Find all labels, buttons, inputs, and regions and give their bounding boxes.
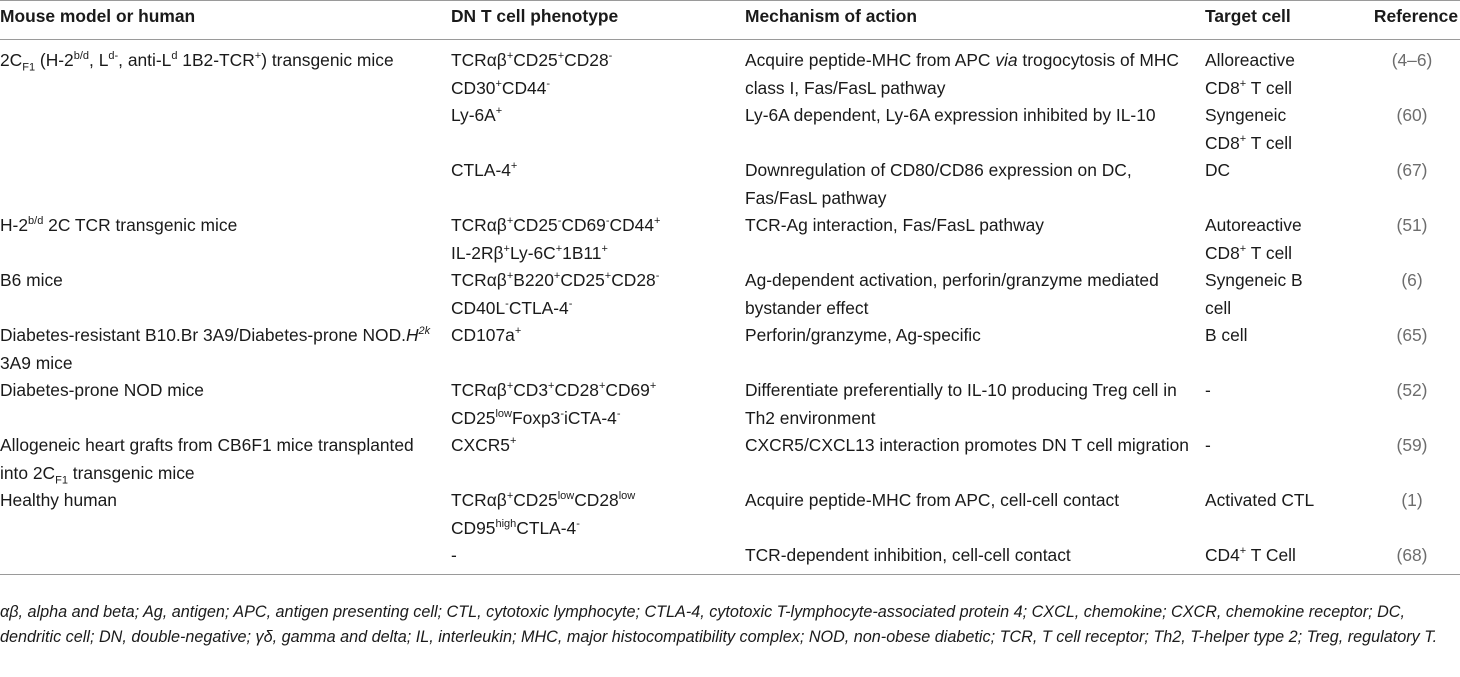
- cell-mouse-model: [0, 542, 445, 575]
- cell-mechanism: Ag-dependent activation, perforin/granzy…: [745, 270, 1159, 318]
- cell-mouse-model: 2CF1 (H-2b/d, Ld-, anti-Ld 1B2-TCR+) tra…: [0, 50, 394, 74]
- table-row: Diabetes-prone NOD mice TCRαβ+CD3+CD28+CD…: [0, 377, 1460, 432]
- cell-mechanism: Acquire peptide-MHC from APC, cell-cell …: [745, 490, 1120, 510]
- cell-reference: (65): [1396, 325, 1428, 345]
- cell-target: B cell: [1205, 325, 1248, 345]
- cell-phenotype: Ly-6A+: [451, 105, 503, 125]
- cell-reference: (1): [1401, 490, 1423, 510]
- cell-phenotype: -: [445, 542, 739, 575]
- cell-mouse-model: Allogeneic heart grafts from CB6F1 mice …: [0, 435, 414, 486]
- cell-reference: (4–6): [1391, 50, 1433, 70]
- table-row: H-2b/d 2C TCR transgenic mice TCRαβ+CD25-…: [0, 212, 1460, 267]
- cell-reference: (6): [1401, 270, 1423, 290]
- cell-mechanism: Acquire peptide-MHC from APC via trogocy…: [745, 50, 1179, 98]
- cell-mouse-model: Healthy human: [0, 490, 117, 510]
- cell-phenotype: TCRαβ+CD25+CD28-CD30+CD44-: [451, 50, 613, 98]
- table-row: 2CF1 (H-2b/d, Ld-, anti-Ld 1B2-TCR+) tra…: [0, 40, 1460, 103]
- header-mechanism: Mechanism of action: [739, 0, 1199, 40]
- cell-target: -: [1205, 380, 1211, 400]
- cell-mechanism: Ly-6A dependent, Ly-6A expression inhibi…: [745, 105, 1156, 125]
- cell-reference: (68): [1344, 542, 1460, 575]
- cell-target: DC: [1205, 160, 1231, 180]
- cell-mechanism: CXCR5/CXCL13 interaction promotes DN T c…: [745, 435, 1189, 455]
- dn-t-cell-table: Mouse model or human DN T cell phenotype…: [0, 0, 1460, 575]
- cell-mechanism: TCR-Ag interaction, Fas/FasL pathway: [745, 215, 1044, 235]
- cell-mechanism: Differentiate preferentially to IL-10 pr…: [745, 380, 1177, 428]
- cell-mouse-model: Diabetes-prone NOD mice: [0, 380, 204, 400]
- header-phenotype: DN T cell phenotype: [445, 0, 739, 40]
- table-footnote: αβ, alpha and beta; Ag, antigen; APC, an…: [0, 603, 1438, 646]
- cell-mouse-model: [0, 157, 445, 212]
- header-mouse-model: Mouse model or human: [0, 0, 445, 40]
- cell-mouse-model: [0, 102, 445, 157]
- cell-mouse-model: H-2b/d 2C TCR transgenic mice: [0, 215, 238, 235]
- table-header-row: Mouse model or human DN T cell phenotype…: [0, 0, 1460, 40]
- cell-mouse-model: Diabetes-resistant B10.Br 3A9/Diabetes-p…: [0, 325, 431, 373]
- cell-mechanism: Perforin/granzyme, Ag-specific: [745, 325, 981, 345]
- cell-reference: (52): [1396, 380, 1428, 400]
- cell-reference: (51): [1396, 215, 1428, 235]
- table-row: Allogeneic heart grafts from CB6F1 mice …: [0, 432, 1460, 487]
- cell-phenotype: TCRαβ+B220+CD25+CD28-CD40L-CTLA-4-: [451, 270, 660, 318]
- cell-reference: (67): [1396, 160, 1428, 180]
- table-body: 2CF1 (H-2b/d, Ld-, anti-Ld 1B2-TCR+) tra…: [0, 40, 1460, 575]
- cell-phenotype: CD107a+: [451, 325, 522, 345]
- cell-target: Activated CTL: [1205, 490, 1315, 510]
- cell-mechanism: Downregulation of CD80/CD86 expression o…: [745, 160, 1132, 208]
- header-target-cell: Target cell: [1199, 0, 1344, 40]
- table-row: -TCR-dependent inhibition, cell-cell con…: [0, 542, 1460, 575]
- cell-mouse-model: B6 mice: [0, 270, 63, 290]
- cell-phenotype: CXCR5+: [451, 435, 517, 455]
- table-row: Ly-6A+ Ly-6A dependent, Ly-6A expression …: [0, 102, 1460, 157]
- cell-target: CD4+ T Cell: [1199, 542, 1344, 575]
- table-row: B6 mice TCRαβ+B220+CD25+CD28-CD40L-CTLA-4…: [0, 267, 1460, 322]
- cell-reference: (60): [1396, 105, 1428, 125]
- cell-phenotype: CTLA-4+: [451, 160, 518, 180]
- cell-mechanism: TCR-dependent inhibition, cell-cell cont…: [739, 542, 1199, 575]
- cell-target: -: [1205, 435, 1211, 455]
- cell-reference: (59): [1396, 435, 1428, 455]
- table-row: CTLA-4+ Downregulation of CD80/CD86 expre…: [0, 157, 1460, 212]
- header-reference: Reference: [1344, 0, 1460, 40]
- cell-phenotype: TCRαβ+CD3+CD28+CD69+CD25lowFoxp3-iCTA-4-: [451, 380, 657, 428]
- cell-phenotype: TCRαβ+CD25-CD69-CD44+IL-2Rβ+Ly-6C+1B11+: [451, 215, 661, 263]
- table-row: Diabetes-resistant B10.Br 3A9/Diabetes-p…: [0, 322, 1460, 377]
